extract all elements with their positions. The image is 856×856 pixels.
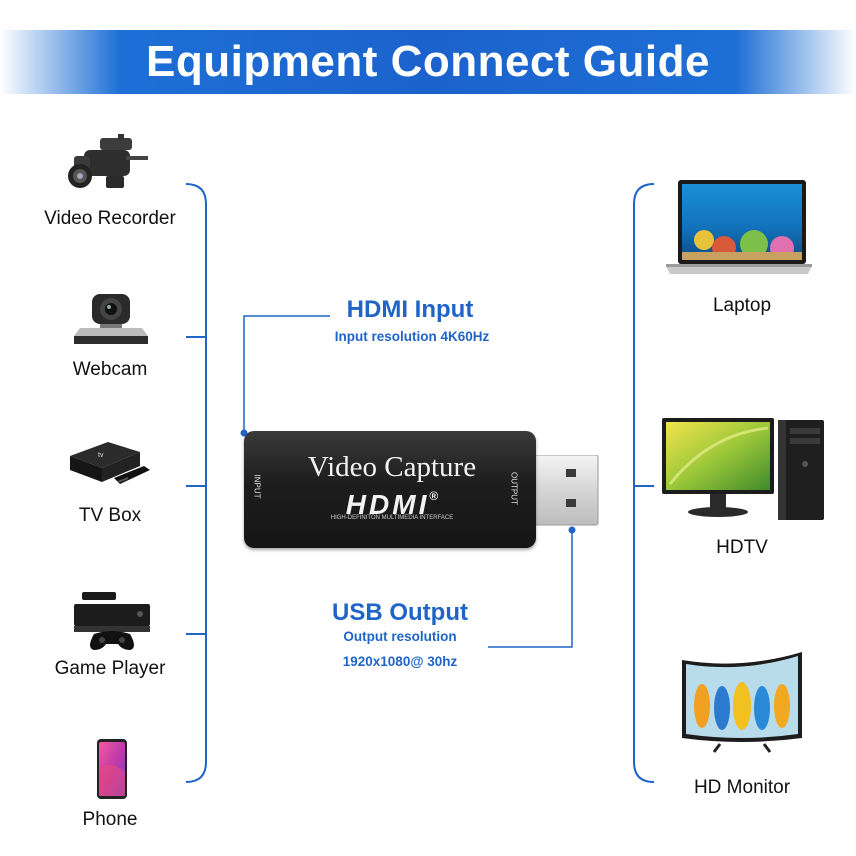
page-title: Equipment Connect Guide — [146, 37, 710, 86]
hdmi-input-leader — [243, 315, 330, 433]
tv-box-icon: tv — [68, 436, 152, 494]
svg-text:tv: tv — [98, 452, 104, 459]
hdmi-logo: HDMI® — [300, 489, 484, 521]
usb-output-title: USB Output — [332, 599, 468, 626]
usb-output-dot — [568, 526, 576, 534]
hdmi-input-subtitle: Input resolution 4K60Hz — [334, 329, 490, 344]
output-label-laptop: Laptop — [712, 295, 772, 316]
laptop-icon — [664, 178, 814, 278]
input-label-video-recorder: Video Recorder — [44, 208, 176, 229]
hdmi-tagline: HIGH-DEFINITON MULTIMEDIA INTERFACE — [330, 515, 454, 521]
video-camera-icon — [66, 132, 150, 194]
input-label-game-player: Game Player — [54, 658, 166, 679]
usb-plug — [530, 455, 599, 526]
desktop-pc-icon — [660, 414, 828, 526]
hdmi-logo-mark: ® — [429, 489, 439, 503]
left-bracket — [185, 183, 207, 783]
input-label-tv-box: TV Box — [78, 505, 142, 526]
hdmi-input-title: HDMI Input — [346, 296, 474, 323]
usb-output-resolution-value: 1920x1080@ 30hz — [342, 654, 458, 669]
usb-output-resolution-label: Output resolution — [343, 629, 457, 644]
input-port-label: INPUT — [252, 474, 262, 499]
game-console-icon — [72, 590, 152, 652]
hdmi-logo-text: HDMI — [345, 489, 430, 520]
usb-output-leader — [488, 530, 573, 648]
phone-icon — [96, 738, 128, 800]
webcam-icon — [70, 290, 152, 346]
input-label-webcam: Webcam — [72, 359, 148, 380]
device-title: Video Capture — [307, 451, 477, 483]
curved-monitor-icon — [680, 650, 804, 754]
title-banner — [0, 30, 856, 94]
input-label-phone: Phone — [82, 809, 138, 830]
output-label-hdtv: HDTV — [716, 537, 768, 558]
output-port-label: OUTPUT — [509, 472, 519, 505]
right-bracket — [633, 183, 655, 783]
output-label-hd-monitor: HD Monitor — [693, 777, 791, 798]
video-capture-device — [244, 431, 536, 548]
